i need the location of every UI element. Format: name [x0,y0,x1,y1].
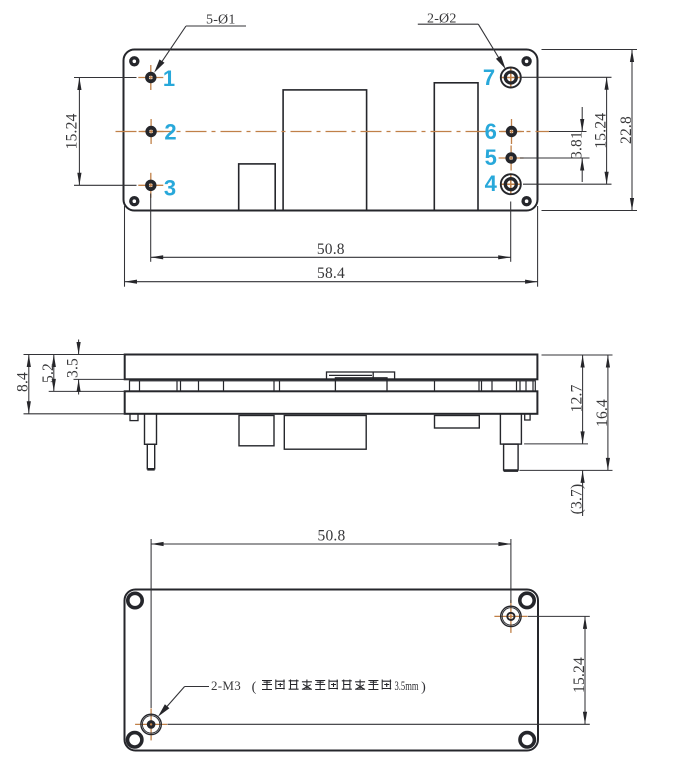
svg-text:16.4: 16.4 [594,399,611,427]
svg-text:3.5: 3.5 [65,358,82,378]
svg-text:5: 5 [485,145,497,170]
svg-text:7: 7 [483,65,495,90]
svg-text:5-Ø1: 5-Ø1 [206,13,236,28]
svg-text:50.8: 50.8 [318,527,346,544]
svg-text:): ) [421,680,426,695]
svg-text:12.7: 12.7 [569,384,586,412]
svg-text:3: 3 [164,176,176,201]
svg-text:15.24: 15.24 [571,657,588,693]
svg-text:22.8: 22.8 [618,116,635,144]
svg-text:1: 1 [163,66,175,91]
svg-text:50.8: 50.8 [317,241,345,258]
svg-text:4: 4 [485,171,498,196]
svg-text:5.2: 5.2 [40,363,57,383]
svg-text:3.81: 3.81 [568,131,585,159]
svg-text:8.4: 8.4 [15,372,32,392]
svg-text:2-M3: 2-M3 [211,678,241,693]
svg-text:2-Ø2: 2-Ø2 [427,12,457,27]
svg-text:(3.7): (3.7) [569,484,586,515]
svg-text:(: ( [252,680,257,695]
svg-text:15.24: 15.24 [593,113,610,149]
svg-text:58.4: 58.4 [317,265,345,282]
svg-text:2: 2 [164,120,176,145]
svg-text:6: 6 [485,119,497,144]
svg-text:15.24: 15.24 [64,113,81,149]
svg-text:3.5mm: 3.5mm [395,678,419,693]
